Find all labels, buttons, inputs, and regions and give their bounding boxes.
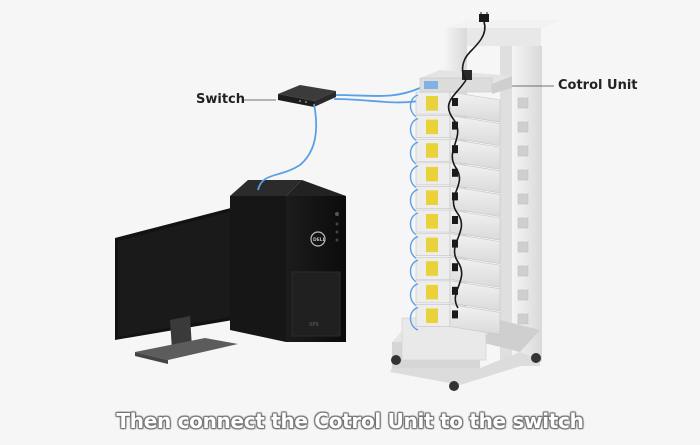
switch-label: Switch (196, 92, 246, 107)
battery-module (409, 304, 501, 335)
monitor-icon (115, 200, 262, 364)
power-cable (447, 21, 486, 309)
power-plug-icon (479, 14, 489, 22)
battery-module (409, 280, 501, 312)
svg-text:DELL: DELL (313, 237, 326, 243)
control-unit (419, 70, 512, 94)
battery-modules (409, 91, 501, 335)
pc-tower-icon: XPS (230, 180, 346, 342)
battery-module (409, 91, 501, 123)
control-unit-label: Cotrol Unit (558, 78, 638, 93)
network-switch-icon (278, 85, 336, 107)
battery-module (409, 186, 501, 217)
battery-module (409, 162, 501, 194)
caption: Then connect the Cotrol Unit to the swit… (116, 409, 584, 433)
battery-module (409, 138, 501, 170)
battery-module (409, 256, 501, 288)
battery-module (409, 115, 501, 147)
dell-logo-icon: DELL (310, 231, 326, 247)
svg-text:XPS: XPS (309, 322, 319, 328)
battery-module (409, 209, 501, 241)
